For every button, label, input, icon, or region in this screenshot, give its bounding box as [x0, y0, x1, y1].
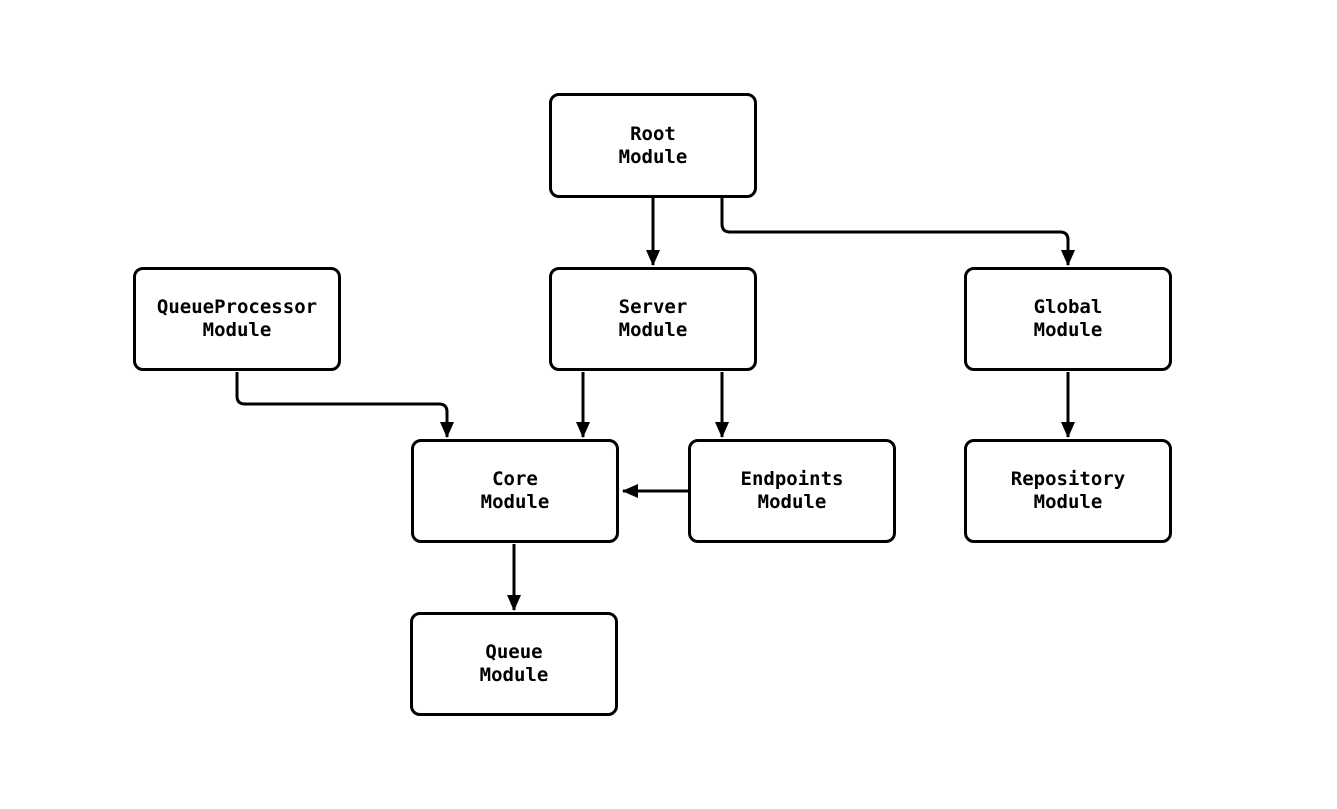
edge-queueprocessor-to-core	[235, 372, 454, 438]
node-server-module: Server Module	[549, 267, 757, 371]
node-root-module: Root Module	[549, 93, 757, 198]
node-server-module-label: Server Module	[618, 296, 688, 341]
node-endpoints-module: Endpoints Module	[688, 439, 896, 543]
node-repository-module: Repository Module	[964, 439, 1172, 543]
node-queueprocessor-module: QueueProcessor Module	[133, 267, 341, 371]
edge-root-to-global	[720, 198, 1075, 266]
node-global-module-label: Global Module	[1033, 296, 1103, 341]
node-core-module: Core Module	[411, 439, 619, 543]
node-core-module-label: Core Module	[480, 468, 550, 513]
node-repository-module-label: Repository Module	[1010, 468, 1126, 513]
node-queueprocessor-module-label: QueueProcessor Module	[156, 296, 318, 341]
node-endpoints-module-label: Endpoints Module	[740, 468, 844, 513]
node-global-module: Global Module	[964, 267, 1172, 371]
node-queue-module: Queue Module	[410, 612, 618, 716]
node-queue-module-label: Queue Module	[479, 641, 549, 686]
node-root-module-label: Root Module	[618, 122, 688, 168]
